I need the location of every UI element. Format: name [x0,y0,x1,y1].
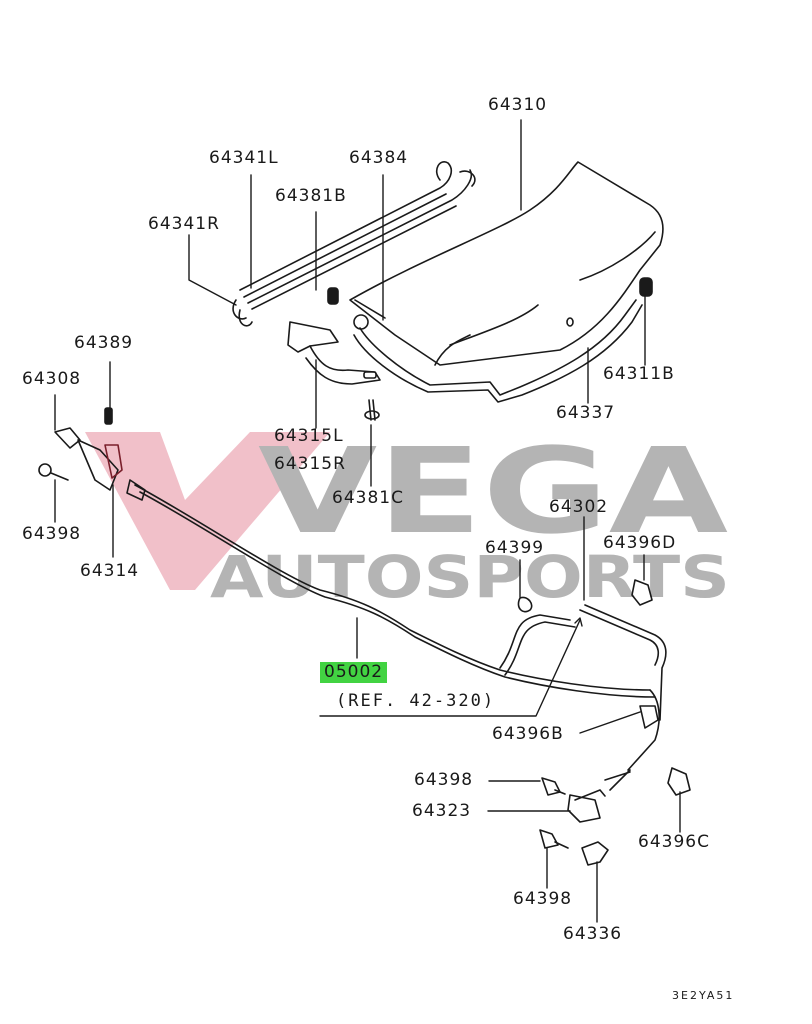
label-64381C: 64381C [332,488,404,508]
label-64396D: 64396D [603,533,677,553]
label-64308: 64308 [22,369,82,389]
label-64398-left: 64398 [22,524,82,544]
hinge-bolt-drawing [327,277,653,421]
label-64311B: 64311B [603,364,675,384]
opener-cable-drawing [126,479,667,791]
label-64341L: 64341L [209,148,279,168]
label-64323: 64323 [412,801,472,821]
leader-lines [54,119,681,923]
torsion-bar-drawing [232,161,476,327]
label-64315R: 64315R [274,454,346,474]
trunk-lid-drawing [349,161,664,366]
label-64396C: 64396C [638,832,710,852]
drawing-code: 3E2YA51 [672,989,735,1002]
label-64314: 64314 [80,561,140,581]
label-64389: 64389 [74,333,134,353]
label-05002-highlighted[interactable]: 05002 [320,662,388,683]
hinge-drawing [287,321,381,385]
weatherstrip-drawing [353,299,643,403]
label-64381B: 64381B [275,186,347,206]
label-ref-42-320: (REF. 42-320) [336,691,496,711]
label-64337: 64337 [556,403,616,423]
label-64302: 64302 [549,497,609,517]
latch-parts-drawing [38,407,691,866]
label-64336: 64336 [563,924,623,944]
watermark-v-logo [85,432,330,590]
label-64315L: 64315L [274,426,344,446]
label-64341R: 64341R [148,214,220,234]
label-64396B: 64396B [492,724,564,744]
label-64310: 64310 [488,95,548,115]
label-64398-mid: 64398 [414,770,474,790]
label-64398-low: 64398 [513,889,573,909]
watermark-vega-text: VEGA [258,422,728,560]
label-64399: 64399 [485,538,545,558]
label-64384: 64384 [349,148,409,168]
